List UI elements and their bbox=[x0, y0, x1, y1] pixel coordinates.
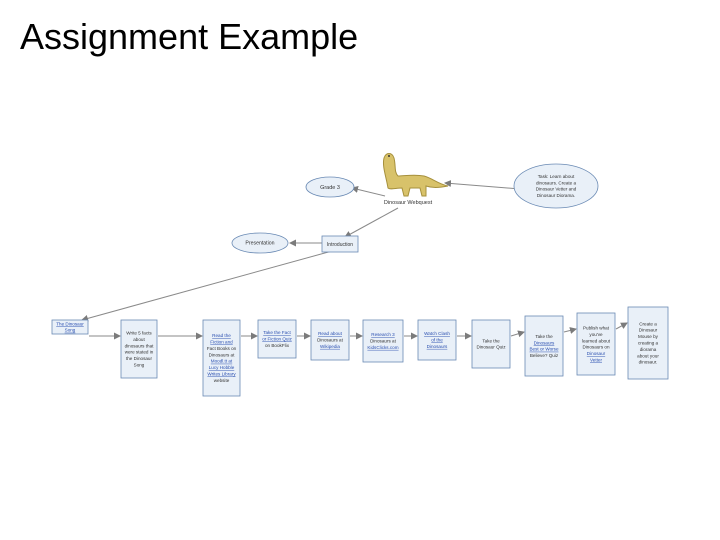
step-connector-9 bbox=[563, 327, 577, 334]
step-link-text[interactable]: Vetter bbox=[590, 358, 602, 363]
connectors bbox=[81, 179, 521, 322]
connector-task-to-center bbox=[444, 179, 521, 190]
step-box-frame bbox=[417, 319, 457, 361]
step-text: you've bbox=[589, 332, 603, 337]
step-text: Dinosaurs at bbox=[317, 338, 344, 343]
step-box-frame bbox=[51, 319, 89, 335]
step-text: the Dinosaur bbox=[126, 356, 153, 361]
step-text: Dinosaurs at bbox=[209, 352, 236, 357]
step-text: on BookFlix bbox=[265, 343, 290, 348]
step-link-text[interactable]: The Dinosaur bbox=[56, 321, 84, 326]
step-link-text[interactable]: Dinosaurs bbox=[534, 340, 555, 345]
step-link-text[interactable]: Read the bbox=[212, 333, 231, 338]
step-text: learned about bbox=[582, 338, 611, 343]
step-link-text[interactable]: Research 3 bbox=[371, 332, 395, 337]
step-text: Take the bbox=[535, 334, 553, 339]
step-text: were stated in bbox=[125, 350, 154, 355]
step-box-frame bbox=[576, 312, 616, 376]
connector-introduction-to-first-step bbox=[81, 250, 333, 322]
step-box-frame bbox=[524, 315, 564, 377]
step-link-text[interactable]: KidsClicks.com bbox=[367, 345, 398, 350]
step-text: about bbox=[133, 337, 145, 342]
step-link-text[interactable]: of the bbox=[431, 338, 443, 343]
cloud-task-line: Task: Learn about bbox=[538, 174, 575, 179]
step-link-text[interactable]: Wikipedia bbox=[320, 344, 340, 349]
step-text: Fact Books on bbox=[207, 346, 237, 351]
step-link-text[interactable]: Best or Worse bbox=[529, 347, 558, 352]
step-text: dinosaurs that bbox=[125, 343, 155, 348]
connector-center-to-grade bbox=[351, 186, 386, 197]
cloud-task-line: Dinosaur Vetter and bbox=[536, 187, 577, 192]
step-text: Dinosaur Quiz bbox=[476, 345, 506, 350]
step-text: diorama bbox=[640, 347, 657, 352]
cloud-grade: Grade 3 bbox=[305, 176, 355, 198]
step-box-frame bbox=[202, 319, 241, 397]
cloud-presentation-text: Presentation bbox=[245, 241, 274, 247]
step-link-text[interactable]: Read about bbox=[318, 331, 342, 336]
step-link-text[interactable]: Take the Fact bbox=[263, 330, 291, 335]
cloud-task-line: Dinosaur Diorama. bbox=[537, 193, 575, 198]
step-text: Dinosaurs at bbox=[370, 339, 397, 344]
step-link-text[interactable]: Song bbox=[65, 328, 76, 333]
step-connector-10 bbox=[615, 322, 628, 330]
cloud-task-line: dinosaurs. Create a bbox=[536, 180, 577, 185]
slide-title: Assignment Example bbox=[20, 16, 359, 57]
step-link-text[interactable]: Writes Library bbox=[207, 372, 236, 377]
step-box-frame bbox=[257, 319, 297, 359]
step-box-frame bbox=[362, 319, 404, 363]
step-text: Publish what bbox=[583, 326, 610, 331]
step-link-text[interactable]: Dinosaurs bbox=[427, 344, 448, 349]
cloud-grade-line: Grade 3 bbox=[320, 185, 340, 191]
step-text: dinosaur. bbox=[639, 360, 658, 365]
cloud-grade-text: Grade 3 bbox=[320, 185, 340, 191]
step-link-text[interactable]: Lucy Hobble bbox=[209, 365, 235, 370]
step-text: Dinosaurs on bbox=[582, 345, 610, 350]
introduction-node: Introduction bbox=[321, 235, 359, 253]
step-text: Create a bbox=[639, 321, 657, 326]
step-connector-8 bbox=[510, 330, 525, 338]
step-text: Take the bbox=[482, 338, 500, 343]
step-link-text[interactable]: Watch Clash bbox=[424, 331, 450, 336]
step-box-frame bbox=[310, 319, 350, 361]
step-text: Song bbox=[134, 363, 145, 368]
introduction-label: Introduction bbox=[327, 242, 353, 248]
step-box-frame bbox=[120, 319, 158, 379]
step-text: Dinosaur bbox=[639, 328, 658, 333]
step-box-frame bbox=[471, 319, 511, 369]
dinosaur-icon bbox=[383, 153, 449, 197]
step-link-text[interactable]: Fiction and bbox=[210, 340, 233, 345]
step-text: Write 5 facts bbox=[126, 331, 152, 336]
step-text: Believe? Quiz bbox=[530, 353, 559, 358]
connector-center-to-introduction bbox=[344, 207, 399, 238]
center-node-label: Dinosaur Webquest bbox=[384, 200, 433, 206]
step-text: Mouse by bbox=[638, 334, 659, 339]
step-link-text[interactable]: or Fiction Quiz bbox=[262, 337, 292, 342]
cloud-presentation: Presentation bbox=[231, 232, 289, 254]
center-node: Dinosaur Webquest bbox=[383, 153, 449, 206]
step-text: website bbox=[214, 378, 230, 383]
step-text: creating a bbox=[638, 341, 659, 346]
cloud-presentation-line: Presentation bbox=[245, 241, 274, 247]
step-link-text[interactable]: Moodl.tt at bbox=[211, 359, 233, 364]
step-link-text[interactable]: Dinosaur bbox=[587, 351, 606, 356]
step-box-frame bbox=[627, 306, 669, 380]
step-text: about your bbox=[637, 353, 659, 358]
